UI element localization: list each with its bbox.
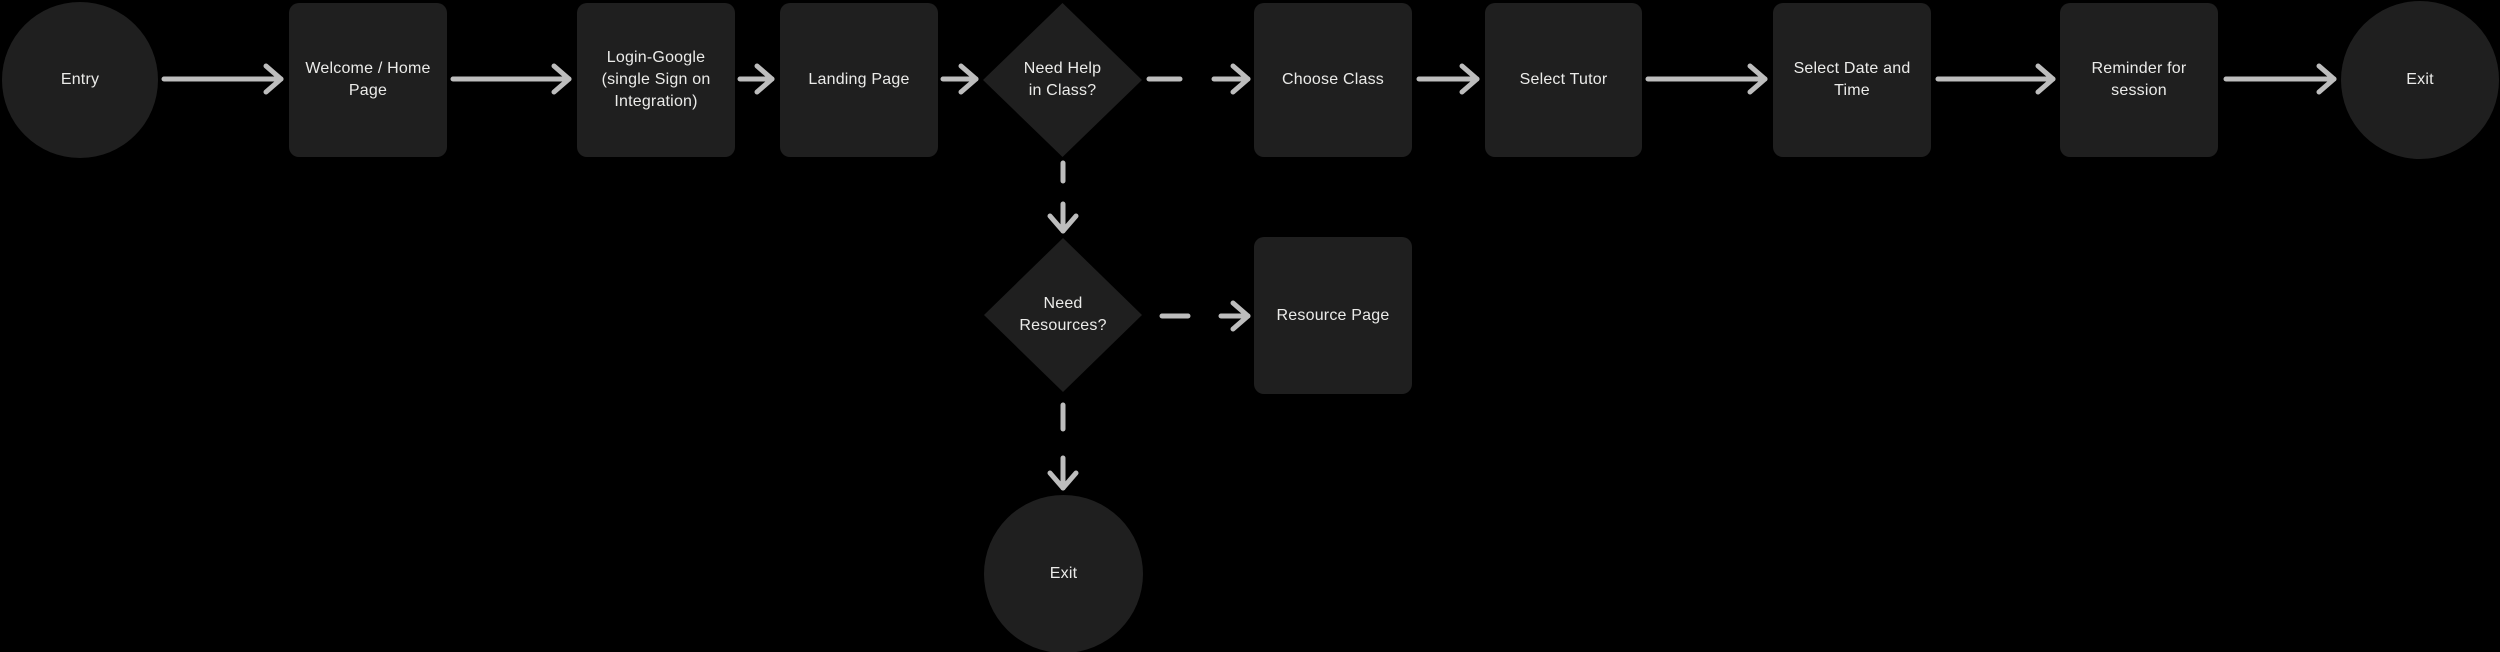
flow-node-login-google[interactable]: Login-Google (single Sign on Integration… xyxy=(577,3,735,157)
flow-node-entry[interactable]: Entry xyxy=(2,2,158,158)
edge-select_datetime-to-reminder xyxy=(1935,63,2056,95)
flow-node-landing-page[interactable]: Landing Page xyxy=(780,3,938,157)
edge-select_tutor-to-select_datetime xyxy=(1645,63,1768,95)
node-label-resource-page: Resource Page xyxy=(1276,306,1390,324)
flow-node-resource-page[interactable]: Resource Page xyxy=(1254,237,1412,394)
edge-landing-to-need_help xyxy=(940,63,979,95)
node-label-need-resources: Need Resources? xyxy=(1019,295,1107,334)
edge-entry-to-welcome xyxy=(161,63,284,95)
edge-choose_class-to-select_tutor xyxy=(1416,63,1480,95)
node-label-exit-main: Exit xyxy=(2406,71,2434,88)
flow-node-welcome-home-page[interactable]: Welcome / Home Page xyxy=(289,3,447,157)
edge-need_resources-to-resource_page xyxy=(1159,300,1251,332)
node-label-need-help-in-class: Need Help in Class? xyxy=(1023,60,1102,99)
edge-need_resources-to-exit_alt xyxy=(1047,402,1079,491)
edge-welcome-to-login xyxy=(450,63,572,95)
node-label-entry: Entry xyxy=(60,71,100,88)
flow-node-exit-alt[interactable]: Exit xyxy=(984,495,1143,652)
edge-need_help-to-choose_class xyxy=(1146,63,1251,95)
flow-node-choose-class[interactable]: Choose Class xyxy=(1254,3,1412,157)
edge-need_help-to-need_resources xyxy=(1047,160,1079,234)
node-label-landing-page: Landing Page xyxy=(808,71,910,88)
edge-login-to-landing xyxy=(737,63,775,95)
flow-decision-need-help-in-class[interactable]: Need Help in Class? xyxy=(983,3,1142,157)
node-label-reminder-for-session: Reminder for session xyxy=(2091,60,2187,99)
flow-node-exit-main[interactable]: Exit xyxy=(2341,1,2499,159)
node-label-welcome-home-page: Welcome / Home Page xyxy=(305,60,431,99)
flow-decision-need-resources[interactable]: Need Resources? xyxy=(984,238,1142,392)
node-label-choose-class: Choose Class xyxy=(1281,71,1384,88)
flow-node-reminder-for-session[interactable]: Reminder for session xyxy=(2060,3,2218,157)
node-label-exit-alt: Exit xyxy=(1049,565,1078,582)
flow-node-select-tutor[interactable]: Select Tutor xyxy=(1485,3,1642,157)
edge-reminder-to-exit_main xyxy=(2223,63,2337,95)
node-label-select-tutor: Select Tutor xyxy=(1519,71,1608,88)
node-label-select-date-and-time: Select Date and Time xyxy=(1793,60,1911,99)
node-label-login-google: Login-Google (single Sign on Integration… xyxy=(601,49,711,110)
flow-node-select-date-and-time[interactable]: Select Date and Time xyxy=(1773,3,1931,157)
